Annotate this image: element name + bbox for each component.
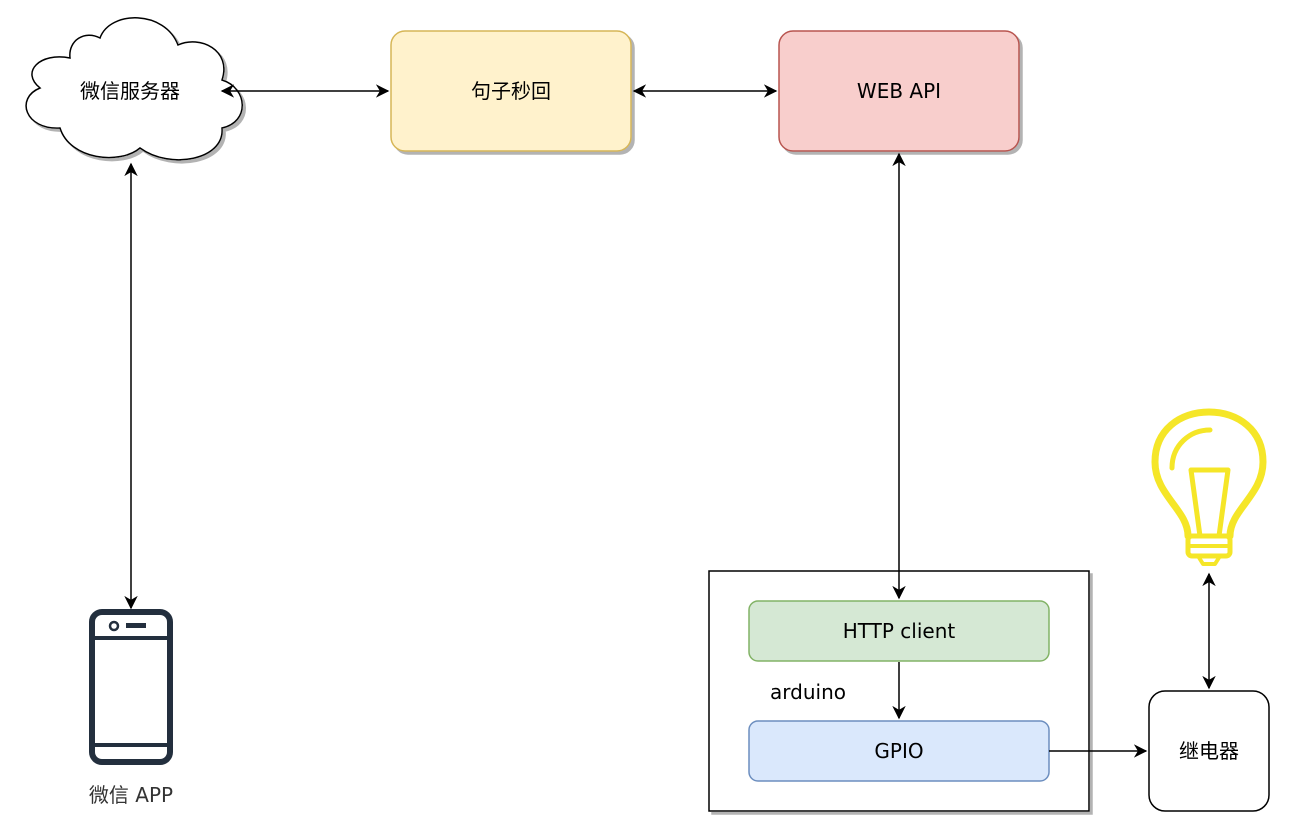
http-client-label: HTTP client: [843, 619, 956, 643]
bulb-tip: [1196, 554, 1222, 566]
relay-label: 继电器: [1179, 739, 1239, 763]
wechat-server-node[interactable]: 微信服务器: [25, 17, 243, 161]
bulb-shine: [1169, 427, 1213, 471]
web-api-label: WEB API: [857, 79, 941, 103]
gpio-label: GPIO: [874, 739, 923, 763]
phone-camera: [108, 620, 120, 632]
edges: [124, 84, 1216, 758]
wechat-app-label: 微信 APP: [89, 783, 173, 807]
gpio-node[interactable]: GPIO: [748, 720, 1050, 782]
http-client-box: [748, 600, 1050, 662]
relay-node[interactable]: 继电器: [1148, 690, 1270, 812]
relay-box: [1148, 690, 1270, 812]
phone-speaker: [126, 623, 146, 628]
juzi-miaohui-node[interactable]: 句子秒回: [390, 30, 632, 152]
juzi-miaohui-box: [390, 30, 632, 152]
arduino-label: arduino: [770, 680, 846, 704]
web-api-node[interactable]: WEB API: [778, 30, 1020, 152]
bulb-filament: [1188, 467, 1231, 539]
phone-body: [89, 609, 173, 765]
lightbulb-icon[interactable]: [1151, 408, 1267, 566]
http-client-node[interactable]: HTTP client: [748, 600, 1050, 662]
cloud-shape: [25, 17, 243, 161]
bulb-glass: [1151, 408, 1267, 540]
juzi-miaohui-label: 句子秒回: [471, 79, 551, 103]
smartphone-icon[interactable]: [89, 609, 173, 765]
web-api-box: [778, 30, 1020, 152]
wechat-server-label: 微信服务器: [80, 79, 180, 103]
